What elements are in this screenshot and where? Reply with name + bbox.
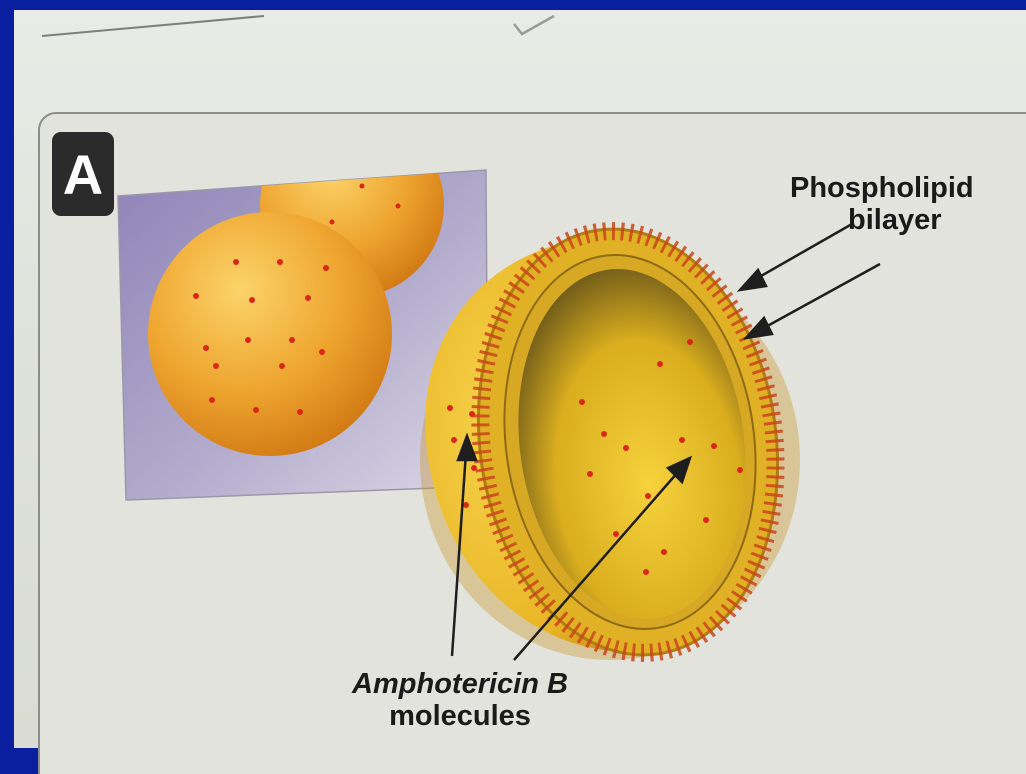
phospholipid-label-line2: bilayer: [790, 204, 1026, 236]
amphotericin-label: Amphotericin B molecules: [310, 668, 610, 733]
phospholipid-bilayer-label: Phospholipid bilayer: [790, 172, 1026, 237]
front-vesicle: [148, 212, 392, 456]
arrow-inner-leaflet: [760, 264, 880, 330]
arrow-outer-leaflet-head: [740, 270, 766, 290]
amphotericin-label-line1: Amphotericin B: [310, 668, 610, 700]
amphotericin-label-line2: molecules: [310, 700, 610, 732]
vesicle-diagram: [0, 0, 1026, 748]
phospholipid-label-line1: Phospholipid: [790, 172, 1026, 204]
